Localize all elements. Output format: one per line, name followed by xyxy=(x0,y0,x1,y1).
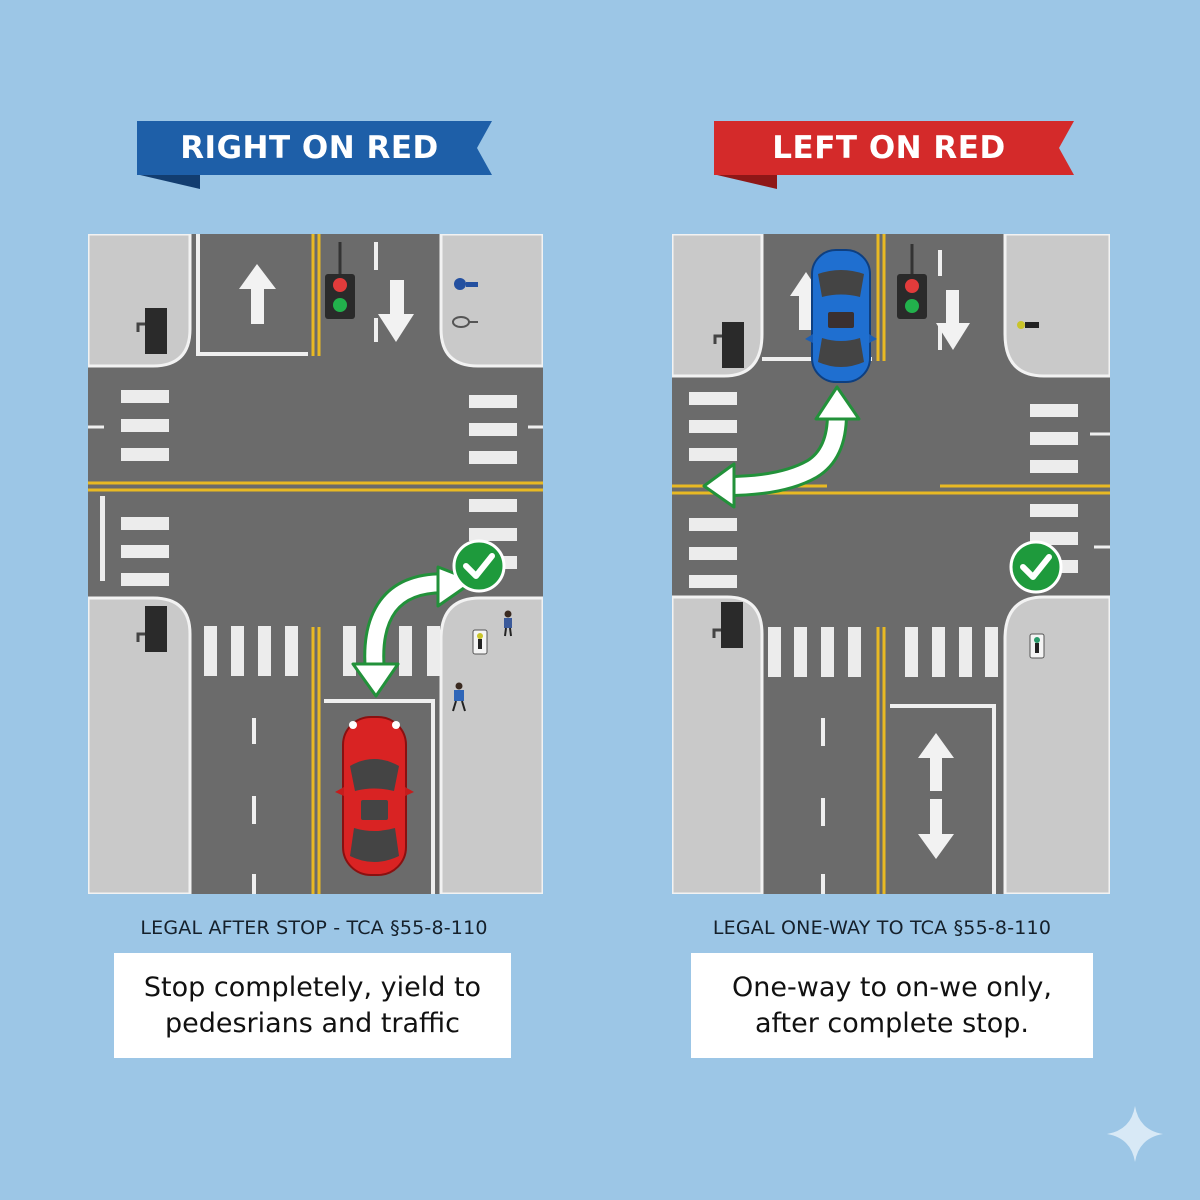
right-on-red-banner: RIGHT ON RED xyxy=(137,121,492,189)
sidewalk-nw xyxy=(672,234,764,378)
blue-car-icon xyxy=(805,249,877,383)
note-text: One-way to on-we only, after complete st… xyxy=(732,970,1052,1042)
note-line-2: pedesrians and traffic xyxy=(164,1007,461,1039)
traffic-light-icon xyxy=(325,242,355,319)
pedestrian-signal-sign-icon xyxy=(1029,633,1045,659)
right-on-red-legal-caption: LEGAL AFTER STOP - TCA §55-8-110 xyxy=(140,917,488,939)
sparkle-icon xyxy=(1105,1104,1165,1168)
left-on-red-panel: LEFT ON RED xyxy=(584,0,1184,1200)
note-line-2: after complete stop. xyxy=(754,1007,1030,1039)
pedestrian-signal-icon xyxy=(136,308,167,354)
lane-arrow-down-icon xyxy=(936,290,970,350)
cyclist-icon xyxy=(452,316,478,328)
right-on-red-panel: RIGHT ON RED xyxy=(88,121,543,1058)
right-on-red-intersection-diagram xyxy=(88,234,543,894)
crosswalk-west xyxy=(689,392,737,588)
sidewalk-sw xyxy=(672,595,764,894)
note-line-1: One-way to on-we only, xyxy=(732,971,1052,1003)
banner-ribbon-shape xyxy=(137,121,492,189)
right-on-red-note-box: Stop completely, yield to pedesrians and… xyxy=(114,953,511,1058)
crosswalk-west xyxy=(121,390,169,586)
lane-arrow-up-icon xyxy=(239,264,276,324)
checkmark-icon xyxy=(452,539,506,593)
pedestrian-signal-sign-icon xyxy=(472,629,488,655)
pedestrian-signal-icon xyxy=(713,322,744,368)
sidewalk-sw xyxy=(88,596,192,894)
lane-arrow-down-icon xyxy=(378,280,414,342)
banner-title: RIGHT ON RED xyxy=(180,130,439,166)
sidewalk-ne xyxy=(439,234,543,368)
left-on-red-legal-caption: LEGAL ONE-WAY TO TCA §55-8-110 xyxy=(712,917,1052,939)
sidewalk-ne xyxy=(1003,234,1110,378)
pedestrian-signal-icon xyxy=(136,606,167,652)
banner-ribbon-shape xyxy=(714,121,1074,189)
lane-arrow-bidirectional-icon xyxy=(918,733,954,859)
pedestrian-icon xyxy=(504,610,512,637)
crosswalk-south xyxy=(768,627,998,677)
note-text: Stop completely, yield to pedesrians and… xyxy=(144,970,481,1042)
pedestrian-icon xyxy=(452,682,466,712)
cyclist-icon xyxy=(1017,321,1039,329)
banner-title: LEFT ON RED xyxy=(772,130,1006,166)
pedestrian-signal-icon xyxy=(712,602,743,648)
sidewalk-se xyxy=(439,596,543,894)
red-car-icon xyxy=(335,716,414,876)
left-on-red-banner: LEFT ON RED xyxy=(714,121,1074,189)
left-on-red-intersection-diagram xyxy=(672,234,1110,894)
left-turn-arrow-icon xyxy=(702,385,861,509)
note-line-1: Stop completely, yield to xyxy=(143,971,482,1003)
checkmark-icon xyxy=(1009,540,1063,594)
left-on-red-note-box: One-way to on-we only, after complete st… xyxy=(691,953,1093,1058)
sidewalk-nw xyxy=(88,234,192,368)
traffic-light-icon xyxy=(897,244,927,319)
cyclist-icon xyxy=(454,278,478,290)
sidewalk-se xyxy=(1003,595,1110,894)
